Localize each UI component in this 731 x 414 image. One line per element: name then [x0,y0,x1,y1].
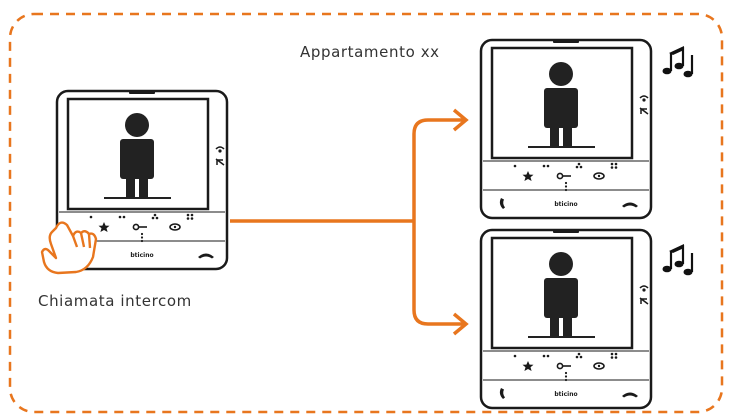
hand-pointer-icon [40,221,98,275]
arrow-icon [452,108,469,336]
intercom-call-label: Chiamata intercom [38,292,192,310]
music-note-icon [661,44,694,79]
apartment-monitor-top [479,37,653,220]
apartment-label: Appartamento xx [300,43,440,61]
apartment-monitor-bottom [479,227,653,410]
call-flow-connector [230,118,465,326]
music-note-icon [661,242,694,277]
